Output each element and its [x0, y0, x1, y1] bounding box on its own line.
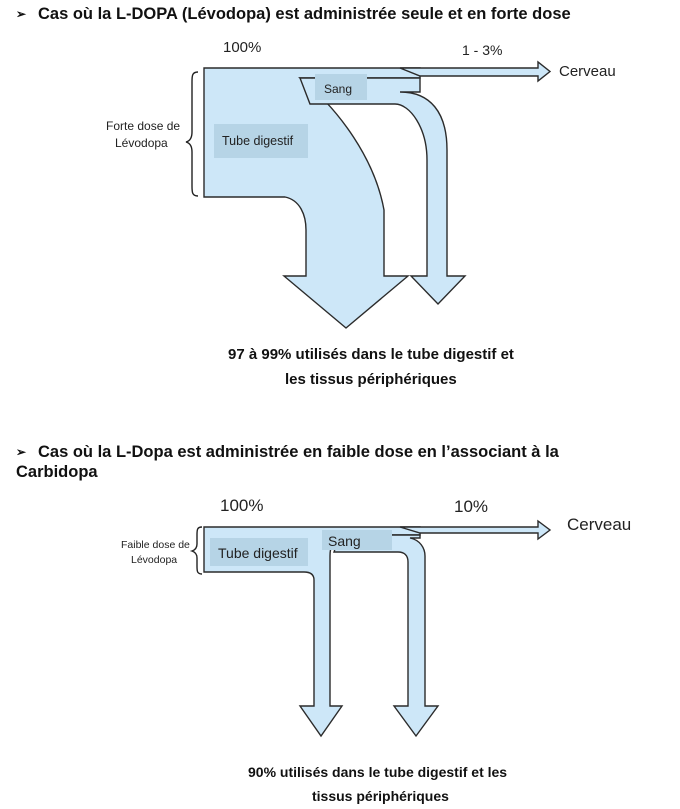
label-blood: Sang: [328, 533, 361, 549]
caption2-line2: tissus périphériques: [312, 788, 449, 804]
label-brain-pct: 10%: [454, 497, 488, 516]
label-brain: Cerveau: [567, 515, 631, 534]
section1-heading: ➢ Cas où la L-DOPA (Lévodopa) est adminis…: [16, 4, 571, 24]
peripheral-flow-arrow: [333, 534, 440, 738]
arrowhead-bullet-icon: ➢: [16, 445, 27, 459]
label-brain-pct: 1 - 3%: [462, 42, 502, 58]
section2-heading-line1: Cas où la L-Dopa est administrée en faib…: [38, 443, 559, 461]
caption1-line2: les tissus périphériques: [285, 371, 457, 388]
caption1-line1: 97 à 99% utilisés dans le tube digestif …: [228, 346, 514, 363]
dose-line2: Lévodopa: [115, 136, 168, 150]
brain-flow-arrow: [399, 519, 552, 541]
dose-line1: Forte dose de: [106, 119, 180, 133]
label-blood: Sang: [324, 82, 352, 96]
dose-line2: Lévodopa: [131, 554, 177, 566]
gut-label-box: [214, 124, 308, 158]
high-dose-flow-diagram: 100% 1 - 3% Cerveau Sang Tube digestif F…: [106, 39, 616, 388]
arrowhead-bullet-icon: ➢: [16, 7, 27, 21]
dose-brace-icon: [189, 526, 203, 575]
label-gut: Tube digestif: [222, 134, 294, 148]
caption2-line1: 90% utilisés dans le tube digestif et le…: [248, 764, 507, 780]
section2-heading: ➢ Cas où la L-Dopa est administrée en fai…: [16, 442, 666, 482]
label-brain: Cerveau: [559, 63, 616, 80]
label-gut: Tube digestif: [218, 545, 298, 561]
gut-label-box: [210, 538, 308, 566]
blood-label-box: [322, 530, 392, 550]
label-100: 100%: [220, 496, 263, 515]
peripheral-flow-arrow: [298, 77, 467, 306]
brain-flow-arrow: [399, 60, 552, 83]
dose-line1: Faible dose de: [121, 539, 190, 551]
dose-brace-icon: [185, 71, 199, 197]
section2-heading-line2: Carbidopa: [16, 463, 98, 481]
blood-label-box: [315, 74, 367, 100]
section1-heading-text: Cas où la L-DOPA (Lévodopa) est administ…: [38, 5, 571, 23]
label-100: 100%: [223, 39, 261, 56]
